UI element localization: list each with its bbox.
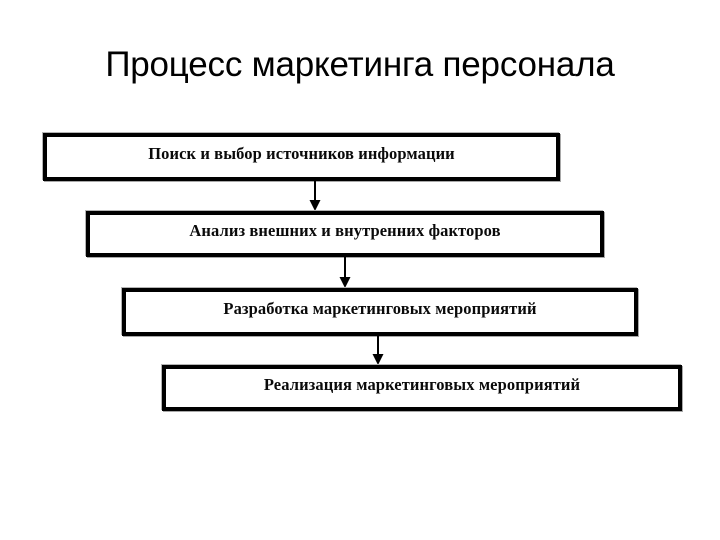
flow-node-label: Поиск и выбор источников информации — [148, 144, 455, 163]
flow-arrow-3 — [371, 336, 385, 365]
flow-node-step-2[interactable]: Анализ внешних и внутренних факторов — [86, 211, 604, 257]
flow-node-label: Реализация маркетинговых мероприятий — [263, 375, 581, 394]
page-title: Процесс маркетинга персонала — [105, 45, 615, 84]
flow-node-step-3[interactable]: Разработка маркетинговых мероприятий — [122, 288, 638, 336]
flow-node-step-4[interactable]: Реализация маркетинговых мероприятий — [162, 365, 682, 411]
flow-node-label: Анализ внешних и внутренних факторов — [189, 221, 501, 240]
flow-node-label: Разработка маркетинговых мероприятий — [223, 299, 537, 318]
flow-arrow-1 — [308, 181, 322, 211]
flow-arrow-2 — [338, 257, 352, 288]
flow-node-step-1[interactable]: Поиск и выбор источников информации — [43, 133, 560, 181]
